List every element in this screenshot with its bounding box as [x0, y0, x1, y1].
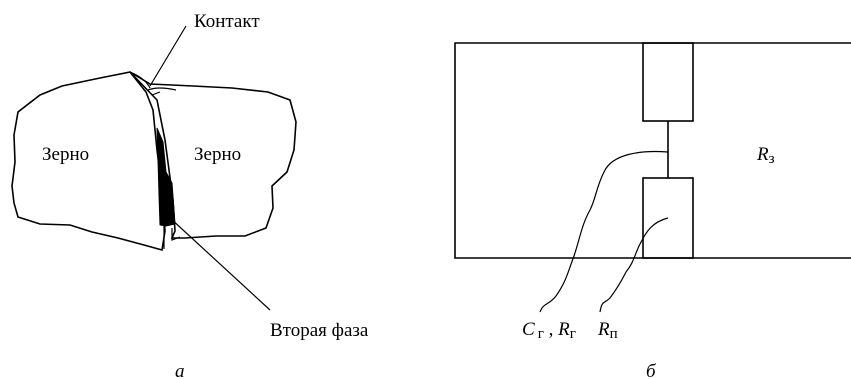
rp-subscript: п: [610, 326, 618, 342]
rp-leader-line: [599, 217, 669, 313]
grain-right-label: Зерно: [194, 144, 241, 165]
r3-symbol: R: [756, 144, 769, 165]
second-phase-region: [156, 127, 176, 227]
second-phase-label: Вторая фаза: [270, 320, 369, 341]
contact-label: Контакт: [194, 11, 260, 32]
contact-leader-line: [149, 25, 187, 87]
panel-b-caption: б: [646, 361, 657, 379]
cg-separator: ,: [544, 319, 558, 340]
rp-label: Rп: [597, 319, 618, 342]
rg-subscript: г: [570, 326, 576, 342]
rg-symbol: R: [557, 319, 570, 340]
cg-rg-leader-line: [539, 150, 669, 313]
upper-block: [642, 42, 694, 122]
r3-label: Rз: [756, 144, 775, 167]
grain-left-label: Зерно: [42, 144, 89, 165]
panel-a-caption: а: [175, 361, 185, 379]
rp-symbol: R: [597, 319, 610, 340]
cg-subscript: г: [538, 326, 544, 342]
cg-symbol: C: [522, 319, 535, 340]
grain-gap: [163, 226, 181, 249]
contact-fringe: [129, 71, 177, 96]
r3-subscript: з: [769, 151, 775, 167]
second-phase-leader-line: [169, 217, 271, 311]
panel-a: Зерно Зерно Контакт Вторая фаза а: [11, 11, 369, 379]
